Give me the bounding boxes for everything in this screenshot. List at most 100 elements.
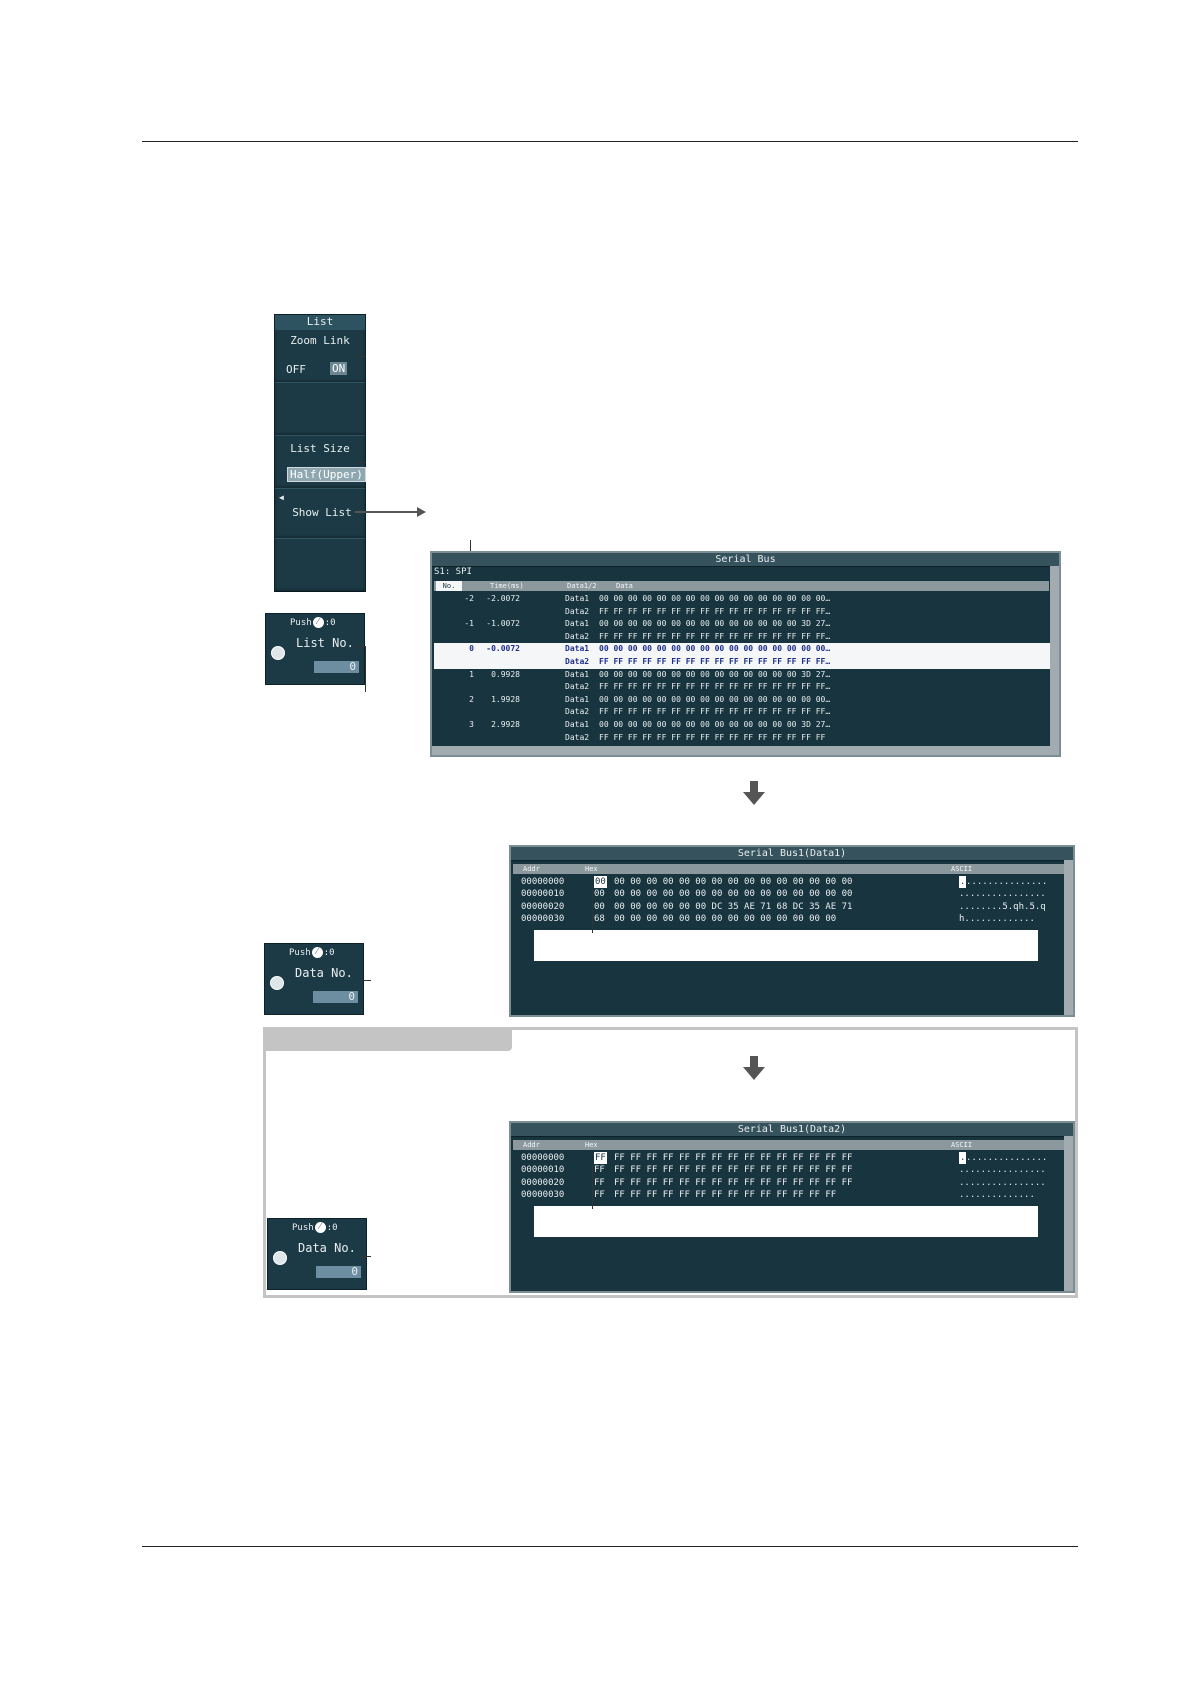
- vertical-scrollbar[interactable]: [1064, 860, 1073, 1015]
- push-hint: Push⁄:0: [292, 1222, 338, 1233]
- ascii-text: ..............: [959, 1190, 1035, 1201]
- row-time: 0.9928: [491, 669, 520, 679]
- triangle-left-icon: ◀: [279, 493, 284, 502]
- hex-first-byte: 00: [594, 889, 605, 900]
- list-no-value: 0: [314, 661, 359, 673]
- hex-first-byte: 68: [594, 914, 605, 925]
- arrow-down-icon: [743, 781, 765, 805]
- table-row[interactable]: 1 0.9928 Data1 00 00 00 00 00 00 00 00 00 0…: [434, 669, 1051, 682]
- row-channel: Data2: [565, 682, 590, 692]
- row-no: 2: [469, 694, 474, 704]
- row-data: 00 00 00 00 00 00 00 00 00 00 00 00 00 0…: [599, 669, 831, 679]
- list-no-knob[interactable]: Push⁄:0 List No. 0: [265, 613, 365, 685]
- ascii-cursor: .: [959, 876, 967, 888]
- callout-hex-cursor: [592, 1165, 593, 1209]
- zoom-link-off-option[interactable]: OFF: [286, 363, 306, 376]
- row-data: FF FF FF FF FF FF FF FF FF FF FF FF FF F…: [599, 631, 831, 641]
- list-size-value: Half(Upper): [287, 467, 366, 482]
- callout-list-size: [355, 462, 366, 463]
- ascii-cursor: .: [959, 1152, 967, 1164]
- screen-title: Serial Bus1(Data1): [511, 847, 1073, 861]
- hex-row[interactable]: 00000010 FF FF FF FF FF FF FF FF FF FF FF …: [521, 1164, 1061, 1176]
- horizontal-scrollbar[interactable]: [432, 746, 1050, 755]
- data-no-value: 0: [316, 1266, 361, 1278]
- row-data: FF FF FF FF FF FF FF FF FF FF FF FF FF F…: [599, 707, 831, 717]
- hex-row[interactable]: 00000020 FF FF FF FF FF FF FF FF FF FF FF …: [521, 1177, 1061, 1189]
- row-channel: Data1: [565, 644, 590, 654]
- zoom-link-label: Zoom Link: [290, 334, 350, 347]
- data-no-knob[interactable]: Push⁄:0 Data No. 0: [264, 943, 364, 1015]
- row-time: -2.0072: [486, 594, 520, 603]
- hex-first-byte: FF: [594, 1165, 605, 1176]
- row-channel: Data1: [565, 694, 590, 704]
- list-size-softkey[interactable]: List Size Half(Upper): [275, 435, 366, 489]
- menu-title: List: [275, 315, 365, 330]
- row-channel: Data2: [565, 707, 590, 717]
- rotary-knob-icon: [273, 1251, 287, 1265]
- show-list-softkey[interactable]: ◀ Show List: [275, 488, 365, 539]
- hex-bytes: FF FF FF FF FF FF FF FF FF FF FF FF FF F…: [614, 1153, 853, 1163]
- ascii-text: ................: [959, 1177, 1046, 1188]
- hex-bytes: FF FF FF FF FF FF FF FF FF FF FF FF FF F…: [614, 1190, 837, 1201]
- data-no-label: Data No.: [295, 966, 353, 980]
- row-time: -1.0072: [486, 619, 520, 629]
- callout-zoom-link: [355, 356, 366, 357]
- push-hint: Push⁄:0: [289, 947, 335, 958]
- bottom-rule: [142, 1546, 1078, 1547]
- ascii-text: ...............: [966, 1153, 1048, 1163]
- list-header: No. Time(ms) Data1/2 Data: [434, 581, 1049, 591]
- row-address: 00000030: [521, 1190, 565, 1201]
- show-list-label: Show List: [292, 506, 352, 519]
- table-row[interactable]: Data2 FF FF FF FF FF FF FF FF FF FF FF FF…: [434, 631, 1051, 644]
- row-channel: Data1: [565, 669, 590, 679]
- hex-bytes: FF FF FF FF FF FF FF FF FF FF FF FF FF F…: [614, 1165, 853, 1176]
- callout-list-no-vertical: [365, 646, 366, 692]
- row-channel: Data1: [565, 594, 590, 603]
- hex-header: Addr Hex ASCII: [513, 864, 1064, 874]
- hex-first-byte: FF: [594, 1152, 607, 1164]
- frame-tab: [266, 1030, 512, 1051]
- row-no: 0: [469, 644, 474, 654]
- row-channel: Data1: [565, 619, 590, 629]
- vertical-scrollbar[interactable]: [1064, 1136, 1073, 1291]
- row-no: 1: [469, 669, 474, 679]
- row-address: 00000010: [521, 1165, 565, 1176]
- data-no-knob[interactable]: Push⁄:0 Data No. 0: [267, 1218, 367, 1290]
- list-size-label: List Size: [290, 442, 350, 455]
- vertical-scrollbar[interactable]: [1050, 566, 1059, 755]
- row-time: -0.0072: [486, 644, 520, 654]
- row-data: 00 00 00 00 00 00 00 00 00 00 00 00 00 0…: [599, 594, 831, 603]
- hex-first-byte: FF: [594, 1177, 605, 1188]
- zoom-link-on-option[interactable]: ON: [330, 362, 348, 375]
- row-time: 2.9928: [491, 720, 520, 729]
- hex-bytes: FF FF FF FF FF FF FF FF FF FF FF FF FF F…: [614, 1177, 853, 1188]
- ascii-text: ................: [959, 1165, 1046, 1176]
- zoom-link-softkey[interactable]: Zoom Link OFF ON: [275, 329, 365, 383]
- table-row[interactable]: Data2 FF FF FF FF FF FF FF FF FF FF FF FF…: [434, 706, 1051, 719]
- ascii-text: ................: [959, 889, 1046, 900]
- hex-bytes: 00 00 00 00 00 00 00 00 00 00 00 00 00 0…: [614, 889, 853, 900]
- callout-show-list: [355, 511, 419, 513]
- row-channel: Data2: [565, 631, 590, 641]
- callout-data-no: [360, 980, 371, 981]
- header-time: Time(ms): [490, 582, 524, 590]
- knob-icon: ⁄: [311, 947, 323, 958]
- ascii-text: h.............: [959, 914, 1035, 925]
- row-address: 00000020: [521, 1177, 565, 1188]
- data-no-value: 0: [313, 991, 358, 1003]
